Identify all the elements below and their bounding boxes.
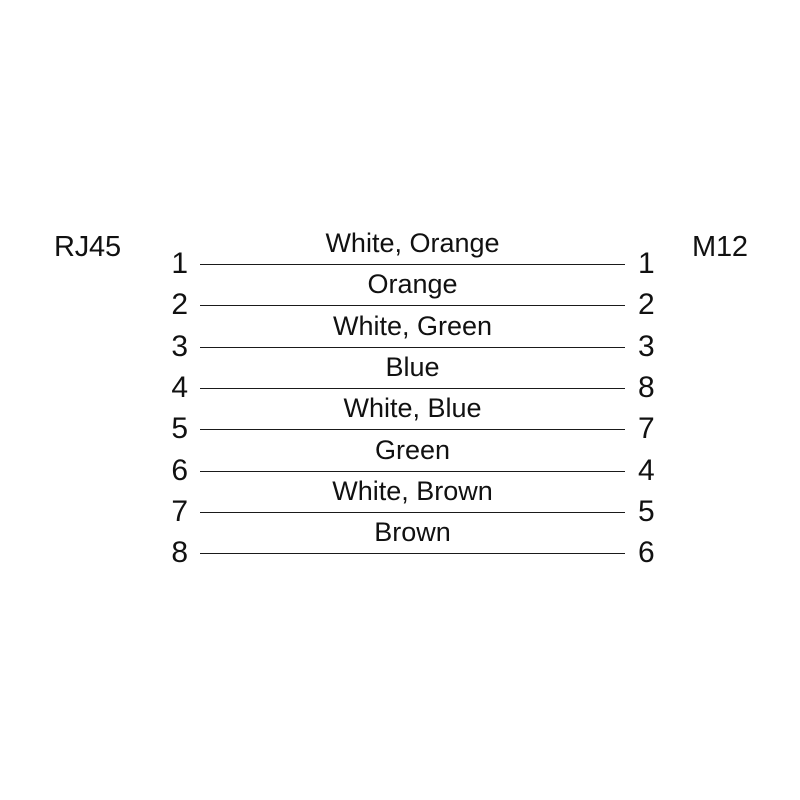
wire-connection-line bbox=[200, 346, 625, 348]
right-pin-number: 1 bbox=[638, 247, 655, 280]
left-pin-number: 7 bbox=[171, 494, 188, 528]
wire-connection-line bbox=[200, 387, 625, 389]
left-pin-number: 4 bbox=[171, 370, 188, 404]
wire-color-label: Orange bbox=[367, 269, 458, 300]
wire-connection-line bbox=[200, 511, 625, 513]
left-pin-number: 1 bbox=[171, 247, 188, 280]
wire-color-label: White, Green bbox=[332, 310, 493, 341]
left-pin-number: 3 bbox=[171, 329, 188, 363]
wire-connection-line bbox=[200, 429, 625, 431]
right-pin-number: 8 bbox=[638, 370, 655, 404]
wire-color-label: White, Orange bbox=[325, 228, 500, 258]
right-pin-number: 3 bbox=[638, 329, 655, 363]
left-connector-label: RJ45 bbox=[54, 231, 121, 263]
right-pin-number: 4 bbox=[638, 453, 655, 487]
wire-connection-line bbox=[200, 553, 625, 555]
wire-color-label: Green bbox=[374, 434, 451, 465]
left-pin-number: 6 bbox=[171, 453, 188, 487]
right-pin-number: 7 bbox=[638, 412, 655, 446]
wire-color-label: Brown bbox=[374, 517, 451, 548]
wire-color-label: White, Blue bbox=[343, 393, 482, 424]
wire-connection-line bbox=[200, 305, 625, 307]
left-pin-number: 2 bbox=[171, 288, 188, 322]
wire-color-label: Blue bbox=[385, 351, 440, 382]
wire-connection-line bbox=[200, 470, 625, 472]
wire-color-label: White, Brown bbox=[332, 475, 493, 506]
left-pin-number: 8 bbox=[171, 536, 188, 570]
right-connector-label: M12 bbox=[692, 231, 748, 263]
right-pin-number: 2 bbox=[638, 288, 655, 322]
right-pin-number: 5 bbox=[638, 494, 655, 528]
right-pin-number: 6 bbox=[638, 536, 655, 570]
wire-connection-line bbox=[200, 264, 625, 265]
left-pin-number: 5 bbox=[171, 412, 188, 446]
